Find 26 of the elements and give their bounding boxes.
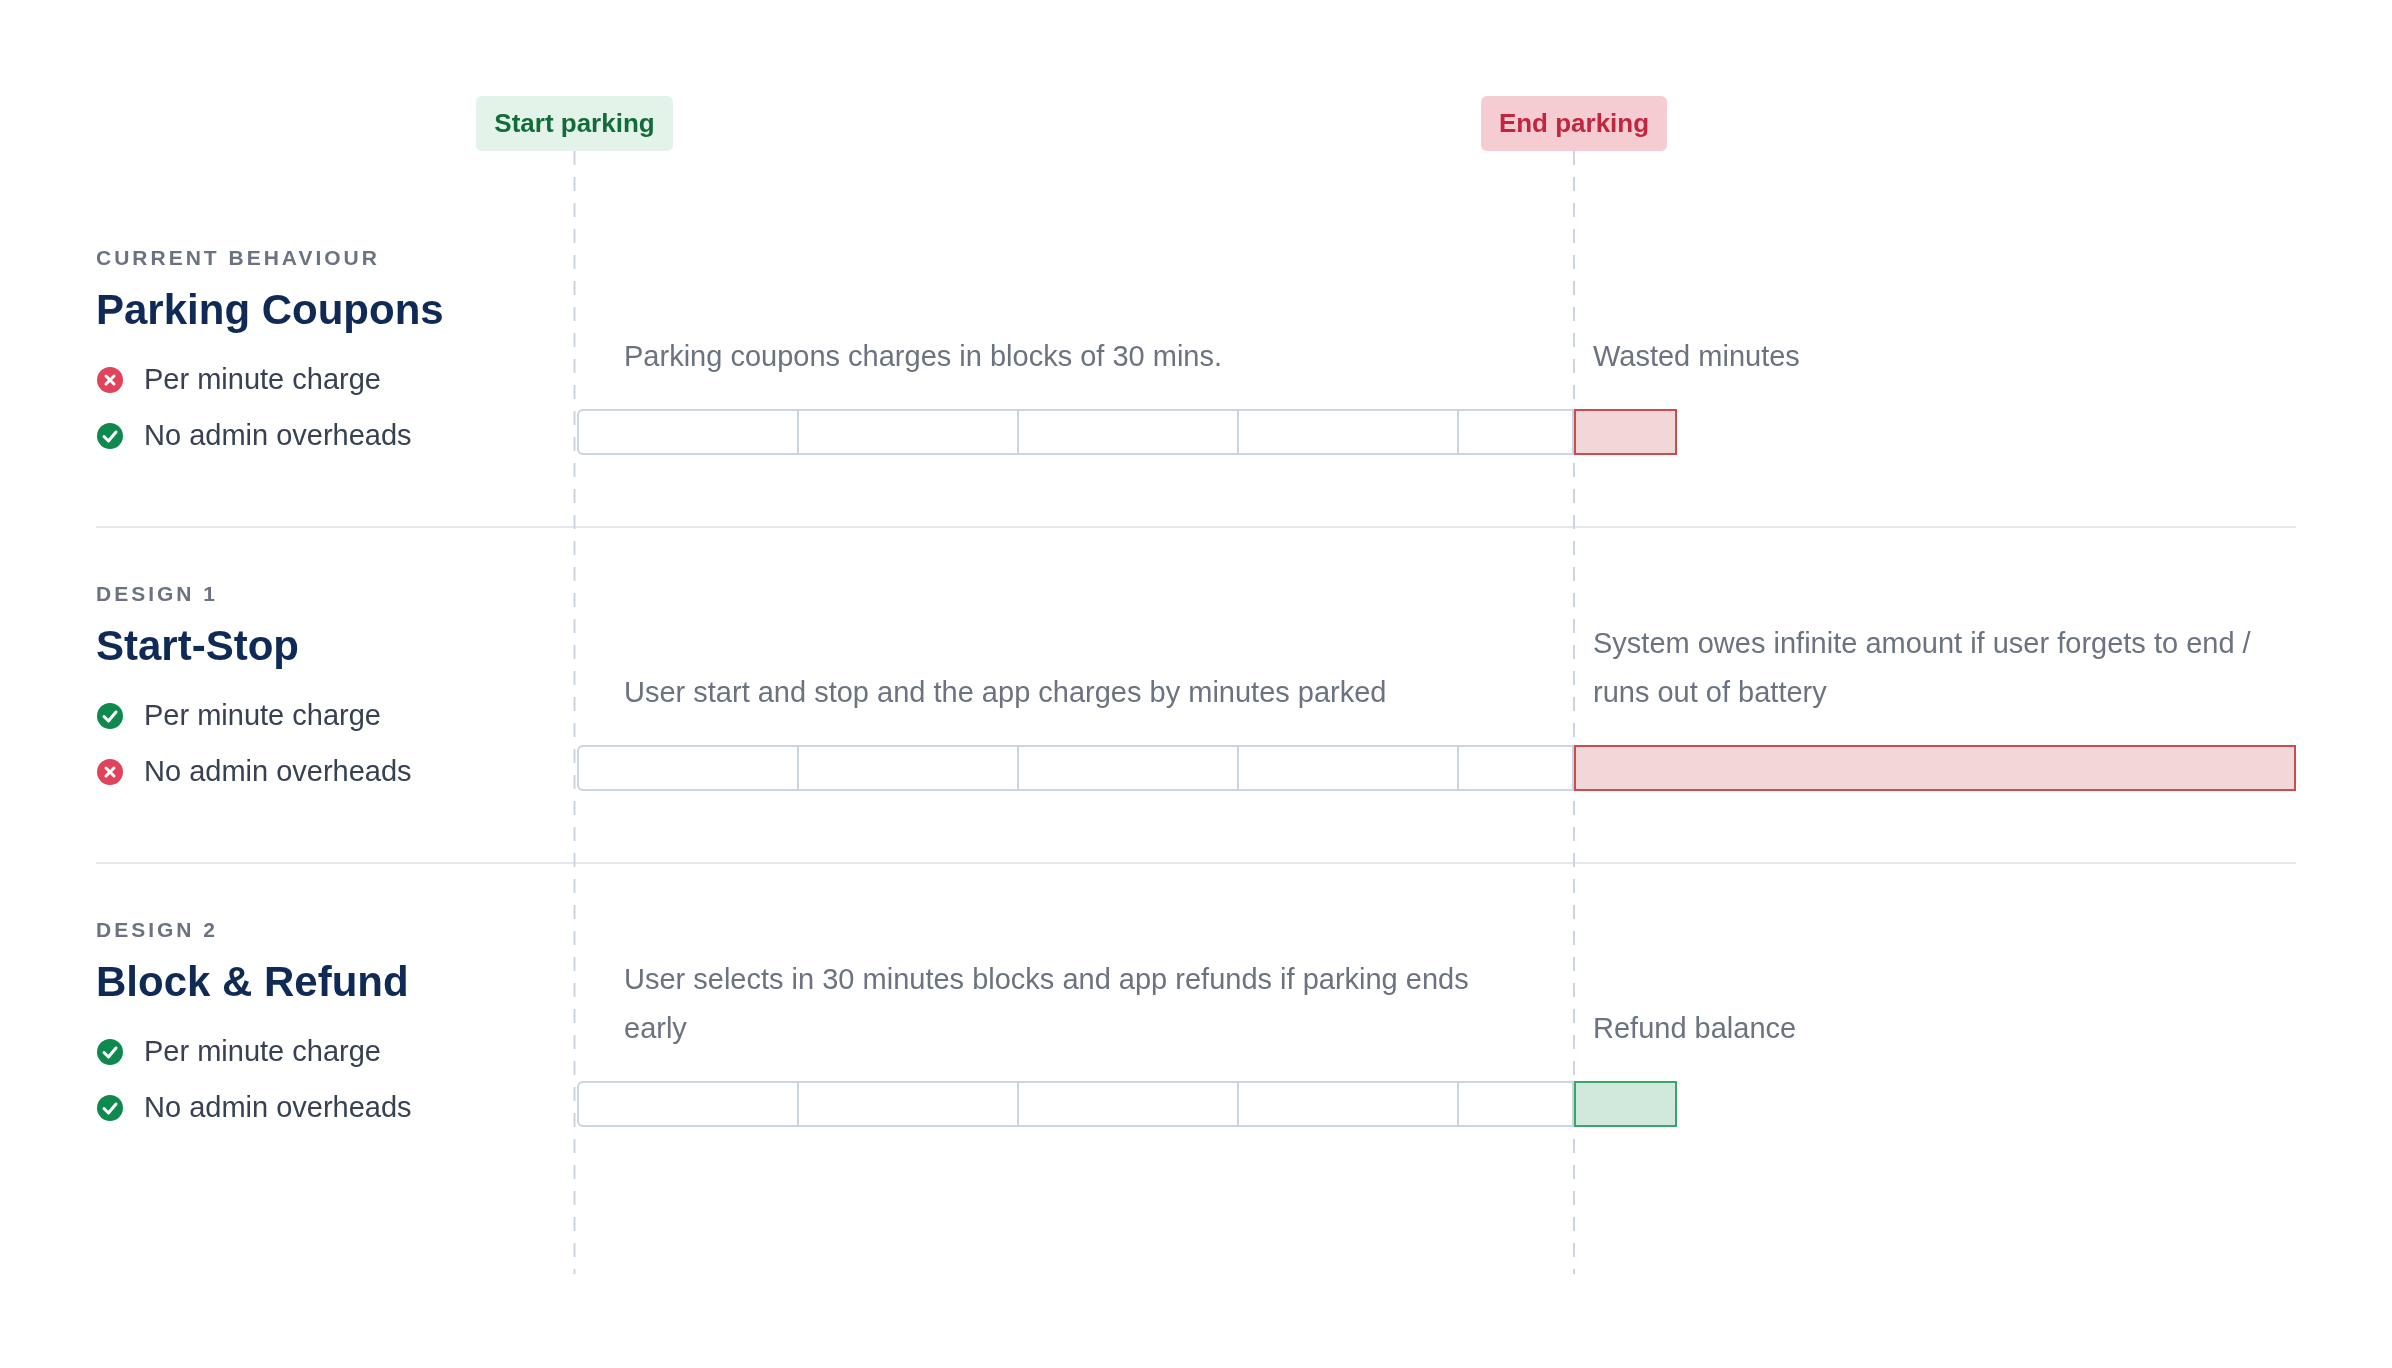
bar-caption: Wasted minutes (1593, 339, 1801, 374)
feature-text: No admin overheads (144, 754, 412, 789)
start-tag: Start parking (476, 96, 673, 151)
feature-text: Per minute charge (144, 1034, 381, 1069)
bar-caption: Refund balance (1593, 1011, 1798, 1046)
section-eyebrow: CURRENT BEHAVIOUR (96, 245, 380, 271)
bar-caption: System owes infinite amount if user forgets to end / runs out of battery (1593, 626, 2252, 710)
feature-text: Per minute charge (144, 362, 381, 397)
section-eyebrow: DESIGN 2 (96, 917, 219, 943)
refund-bar (1574, 1081, 1677, 1127)
time-block-bar (577, 409, 1574, 455)
overcharge-bar (1574, 745, 2296, 791)
bar-caption: User start and stop and the app charges by minutes parked (624, 675, 1388, 710)
section-eyebrow: DESIGN 1 (96, 581, 219, 607)
section-title: Parking Coupons (96, 285, 444, 335)
feature-text: Per minute charge (144, 698, 381, 733)
feature-text: No admin overheads (144, 1090, 412, 1125)
section-title: Start-Stop (96, 621, 299, 671)
end-tag: End parking (1481, 96, 1667, 151)
overcharge-bar (1574, 409, 1677, 455)
feature-text: No admin overheads (144, 418, 412, 453)
section-title: Block & Refund (96, 957, 409, 1007)
time-block-bar (577, 1081, 1574, 1127)
bar-caption: User selects in 30 minutes blocks and app refunds if parking ends early (624, 962, 1470, 1046)
time-block-bar (577, 745, 1574, 791)
bar-caption: Parking coupons charges in blocks of 30 mins. (624, 339, 1224, 374)
